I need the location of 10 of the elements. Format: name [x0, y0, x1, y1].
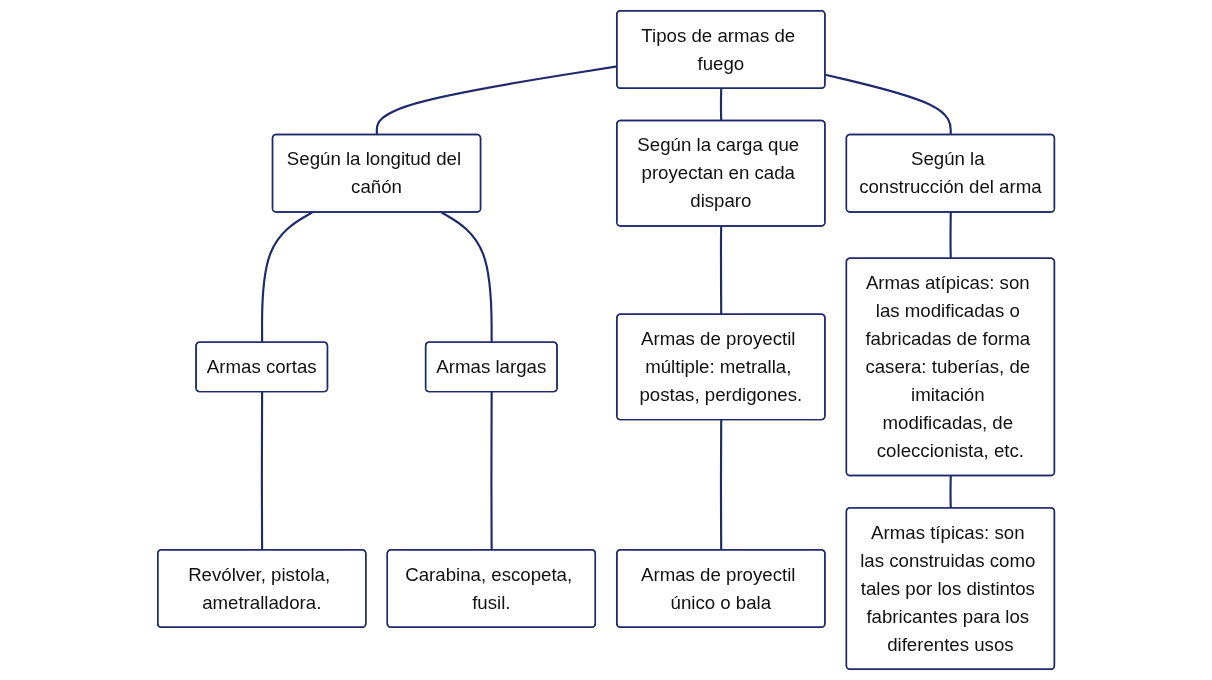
connector [719, 88, 723, 121]
connector [719, 226, 723, 315]
connector [260, 211, 313, 343]
connector [490, 392, 493, 551]
connector [440, 211, 493, 343]
connector [824, 73, 952, 135]
connector [949, 475, 952, 509]
connector [260, 392, 264, 551]
connector [719, 419, 723, 551]
connector [949, 212, 952, 259]
